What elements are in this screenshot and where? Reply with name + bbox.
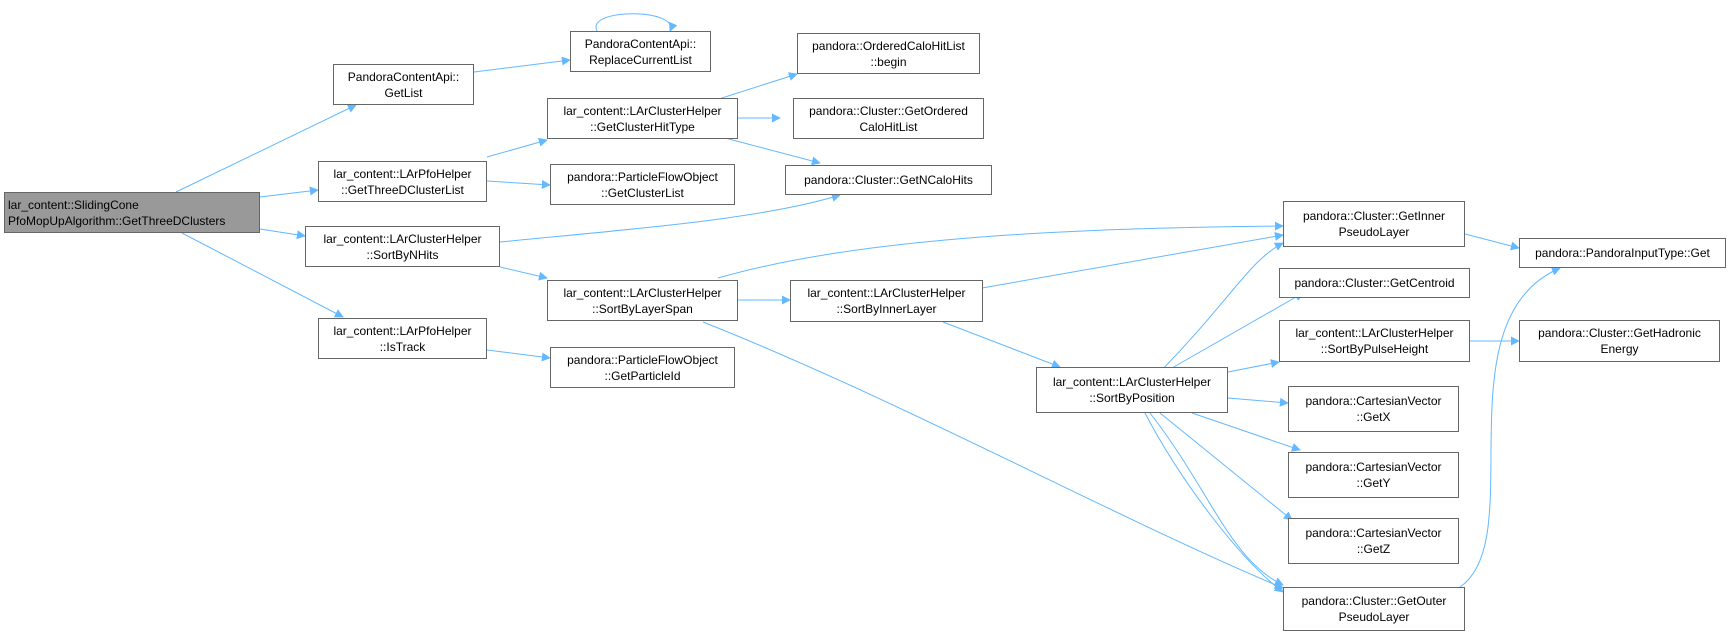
edge-sortbynhits-getncalohits — [499, 193, 841, 243]
node-pandorainputtype-get[interactable]: pandora::PandoraInputType::Get — [1519, 238, 1726, 268]
node-sortbypulseheight-line-2: ::SortByPulseHeight — [1320, 342, 1429, 356]
node-istrack-line-1: lar_content::LArPfoHelper — [333, 323, 472, 338]
node-getclusterlist-line-1: pandora::ParticleFlowObject — [567, 169, 718, 184]
edge-root-sortbynhits — [259, 228, 306, 240]
node-sortbyinnerlayer[interactable]: lar_content::LArClusterHelper ::SortByIn… — [790, 280, 983, 322]
node-getinnerpseudolayer-line-2: PseudoLayer — [1338, 225, 1410, 239]
edge-sortbynhits-sortbylayerspan — [499, 266, 548, 281]
node-getz[interactable]: pandora::CartesianVector ::GetZ — [1288, 518, 1459, 564]
edge-root-getthreedclusterlist — [259, 186, 319, 198]
edge-sortbylayerspan-getinnerpseudolayer — [717, 221, 1284, 279]
node-sortbypulseheight-line-1: lar_content::LArClusterHelper — [1295, 326, 1454, 340]
node-sortbylayerspan-line-2: ::SortByLayerSpan — [592, 301, 693, 316]
node-sortbynhits-line-2: ::SortByNHits — [366, 247, 439, 262]
node-gethadronicenergy[interactable]: pandora::Cluster::GetHadronic Energy — [1519, 320, 1720, 362]
node-gety[interactable]: pandora::CartesianVector ::GetY — [1288, 452, 1459, 498]
node-getouterpseudolayer-line-2: PseudoLayer — [1338, 610, 1410, 624]
node-getcentroid[interactable]: pandora::Cluster::GetCentroid — [1279, 268, 1470, 298]
node-getlist[interactable]: PandoraContentApi:: GetList — [333, 64, 474, 105]
node-sortbyposition[interactable]: lar_content::LArClusterHelper ::SortByPo… — [1036, 367, 1228, 413]
node-getlist-line-1: PandoraContentApi:: — [347, 69, 460, 84]
node-sortbynhits-line-1: lar_content::LArClusterHelper — [323, 231, 482, 246]
node-getncalohits[interactable]: pandora::Cluster::GetNCaloHits — [785, 165, 992, 195]
node-getclusterlist[interactable]: pandora::ParticleFlowObject ::GetCluster… — [550, 164, 735, 205]
edge-getthreedclusterlist-getclusterhittype — [486, 137, 548, 158]
edge-sortbyposition-getinnerpseudolayer — [1159, 242, 1284, 373]
node-begin-line-1: pandora::OrderedCaloHitList — [812, 38, 965, 53]
edge-getinnerpseudolayer-pandorainputtype — [1464, 233, 1520, 251]
node-root-line-2: PfoMopUpAlgorithm::GetThreeDClusters — [8, 213, 226, 228]
edge-sortbyposition-getouterpseudolayer-2 — [1144, 412, 1284, 593]
node-pandorainputtype-get-line-1: pandora::PandoraInputType::Get — [1535, 246, 1710, 260]
edge-sortbyposition-sortbypulseheight — [1227, 359, 1280, 373]
node-getthreedclusterlist-line-1: lar_content::LArPfoHelper — [333, 166, 472, 181]
edge-sortbylayerspan-getouterpseudolayer — [702, 321, 1284, 590]
node-istrack-line-2: ::IsTrack — [379, 339, 426, 354]
node-getparticleid-line-1: pandora::ParticleFlowObject — [567, 352, 718, 367]
node-istrack[interactable]: lar_content::LArPfoHelper ::IsTrack — [318, 318, 487, 359]
node-replacecurrentlist[interactable]: PandoraContentApi:: ReplaceCurrentList — [570, 31, 711, 72]
edge-sortbyposition-getouterpseudolayer — [1149, 412, 1284, 586]
node-getouterpseudolayer[interactable]: pandora::Cluster::GetOuter PseudoLayer — [1283, 587, 1465, 631]
edge-sortbyinnerlayer-getinnerpseudolayer — [981, 231, 1284, 289]
node-begin[interactable]: pandora::OrderedCaloHitList ::begin — [797, 33, 980, 74]
node-gethadronicenergy-line-1: pandora::Cluster::GetHadronic — [1538, 326, 1701, 340]
edge-sortbyposition-getcentroid — [1164, 292, 1304, 373]
node-sortbynhits[interactable]: lar_content::LArClusterHelper ::SortByNH… — [305, 226, 500, 267]
node-getthreedclusterlist[interactable]: lar_content::LArPfoHelper ::GetThreeDClu… — [318, 161, 487, 202]
node-getinnerpseudolayer-line-1: pandora::Cluster::GetInner — [1302, 209, 1446, 223]
node-getx-line-1: pandora::CartesianVector — [1305, 394, 1442, 408]
node-getz-line-2: ::GetZ — [1356, 542, 1391, 556]
node-replacecurrentlist-line-2: ReplaceCurrentList — [589, 52, 692, 67]
node-sortbyinnerlayer-line-2: ::SortByInnerLayer — [836, 302, 937, 316]
edge-getclusterhittype-getncalohits — [724, 137, 821, 166]
edge-getthreedclusterlist-getclusterlist — [486, 179, 551, 189]
node-getx[interactable]: pandora::CartesianVector ::GetX — [1288, 386, 1459, 432]
edge-root-getlist — [175, 104, 357, 193]
edge-sortbyposition-getz — [1159, 412, 1293, 521]
edge-root-istrack — [181, 232, 344, 318]
node-sortbyposition-line-2: ::SortByPosition — [1089, 391, 1175, 405]
node-getthreedclusterlist-line-2: ::GetThreeDClusterList — [341, 182, 464, 197]
node-sortbylayerspan-line-1: lar_content::LArClusterHelper — [563, 285, 722, 300]
node-getorderedcalohitlist-line-2: CaloHitList — [859, 119, 918, 134]
node-getclusterlist-line-2: ::GetClusterList — [601, 185, 684, 200]
node-getclusterhittype-line-1: lar_content::LArClusterHelper — [563, 103, 722, 118]
node-getlist-line-2: GetList — [384, 85, 423, 100]
node-gethadronicenergy-line-2: Energy — [1600, 342, 1639, 356]
node-getouterpseudolayer-line-1: pandora::Cluster::GetOuter — [1301, 594, 1447, 608]
node-gety-line-1: pandora::CartesianVector — [1305, 460, 1442, 474]
node-root: lar_content::SlidingCone PfoMopUpAlgorit… — [4, 192, 260, 233]
node-getparticleid-line-2: ::GetParticleId — [604, 368, 681, 383]
node-getorderedcalohitlist[interactable]: pandora::Cluster::GetOrdered CaloHitList — [793, 98, 984, 139]
node-root-line-1: lar_content::SlidingCone — [8, 197, 139, 212]
node-getorderedcalohitlist-line-1: pandora::Cluster::GetOrdered — [809, 103, 968, 118]
node-replacecurrentlist-line-1: PandoraContentApi:: — [584, 36, 697, 51]
node-gety-line-2: ::GetY — [1356, 476, 1391, 490]
edge-replacecurrentlist-self — [595, 13, 678, 32]
node-getinnerpseudolayer[interactable]: pandora::Cluster::GetInner PseudoLayer — [1283, 201, 1465, 247]
node-getx-line-2: ::GetX — [1356, 410, 1391, 424]
node-getz-line-1: pandora::CartesianVector — [1305, 526, 1442, 540]
node-begin-line-2: ::begin — [870, 54, 907, 69]
edge-sortbyposition-gety — [1191, 412, 1301, 452]
node-getparticleid[interactable]: pandora::ParticleFlowObject ::GetParticl… — [550, 347, 735, 388]
edge-getlist-replacecurrentlist — [473, 56, 571, 73]
edge-getouterpseudolayer-pandorainputtype — [1459, 267, 1561, 588]
node-getcentroid-line-1: pandora::Cluster::GetCentroid — [1294, 276, 1455, 290]
edge-sortbyposition-getx — [1227, 397, 1289, 407]
node-sortbyposition-line-1: lar_content::LArClusterHelper — [1052, 375, 1212, 389]
edge-istrack-getparticleid — [486, 349, 551, 362]
node-getncalohits-line-1: pandora::Cluster::GetNCaloHits — [804, 173, 973, 187]
node-getclusterhittype-line-2: ::GetClusterHitType — [590, 119, 695, 134]
node-getclusterhittype[interactable]: lar_content::LArClusterHelper ::GetClust… — [547, 98, 738, 139]
edge-sortbyinnerlayer-sortbyposition — [942, 321, 1061, 369]
node-sortbypulseheight[interactable]: lar_content::LArClusterHelper ::SortByPu… — [1279, 320, 1470, 362]
node-sortbylayerspan[interactable]: lar_content::LArClusterHelper ::SortByLa… — [547, 280, 738, 321]
node-sortbyinnerlayer-line-1: lar_content::LArClusterHelper — [807, 286, 966, 300]
